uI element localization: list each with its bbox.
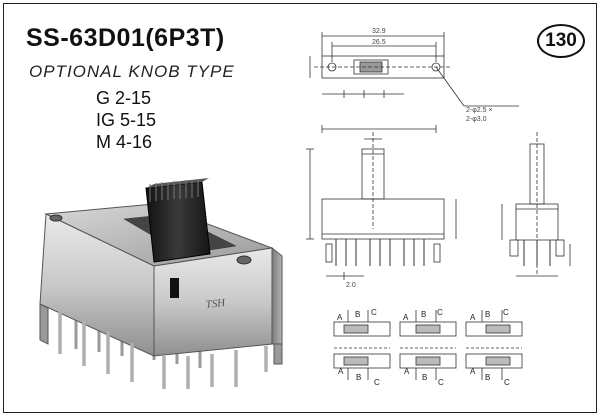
model-title: SS-63D01(6P3T)	[26, 24, 225, 52]
technical-drawings: 32.9 26.5 2-φ2.5 × 2-φ3.0	[306, 28, 571, 387]
hole-note-line-1: 2-φ2.5 ×	[466, 107, 493, 114]
dim-pin-pitch: 2.0	[346, 282, 356, 289]
switch-knob	[145, 178, 211, 263]
schematic-label-b: B	[421, 310, 426, 319]
schematic-label-b: B	[485, 310, 490, 319]
dim-overall-length: 32.9	[372, 28, 386, 35]
hole-note-line-2: 2-φ3.0	[466, 116, 487, 123]
top-view-drawing	[309, 32, 519, 107]
schematic-label-c: C	[374, 378, 380, 387]
schematic-label-a: A	[404, 367, 410, 376]
knob-option-g: G 2-15	[96, 88, 152, 108]
schematic-label-c: C	[371, 308, 377, 317]
schematic-label-a: A	[403, 313, 409, 322]
knob-option-m: M 4-16	[96, 132, 153, 152]
schematic-label-a: A	[470, 367, 476, 376]
schematic-label-a: A	[470, 313, 476, 322]
brand-mark: TSH	[205, 297, 227, 311]
knob-type-subtitle: OPTIONAL KNOB TYPE	[29, 62, 235, 81]
schematic-label-b: B	[422, 373, 427, 382]
page-number-badge: 130	[537, 24, 585, 58]
front-view-drawing	[306, 125, 457, 280]
schematic-label-a: A	[337, 313, 343, 322]
schematic-label-c: C	[503, 308, 509, 317]
schematic-label-c: C	[504, 378, 510, 387]
switch-pins-front	[58, 309, 268, 389]
schematic-label-b: B	[355, 310, 360, 319]
schematic-label-b: B	[356, 373, 361, 382]
schematic-label-c: C	[438, 378, 444, 387]
knob-option-ig: IG 5-15	[96, 110, 157, 130]
switch-photo: TSH	[39, 178, 283, 389]
dim-mount-pitch: 26.5	[372, 39, 386, 46]
side-view-drawing	[501, 132, 571, 277]
datasheet-page: SS-63D01(6P3T) OPTIONAL KNOB TYPE G 2-15…	[3, 3, 597, 413]
schematic-label-a: A	[338, 367, 344, 376]
schematic-label-c: C	[437, 308, 443, 317]
circuit-schematic	[333, 310, 523, 380]
schematic-label-b: B	[485, 373, 490, 382]
